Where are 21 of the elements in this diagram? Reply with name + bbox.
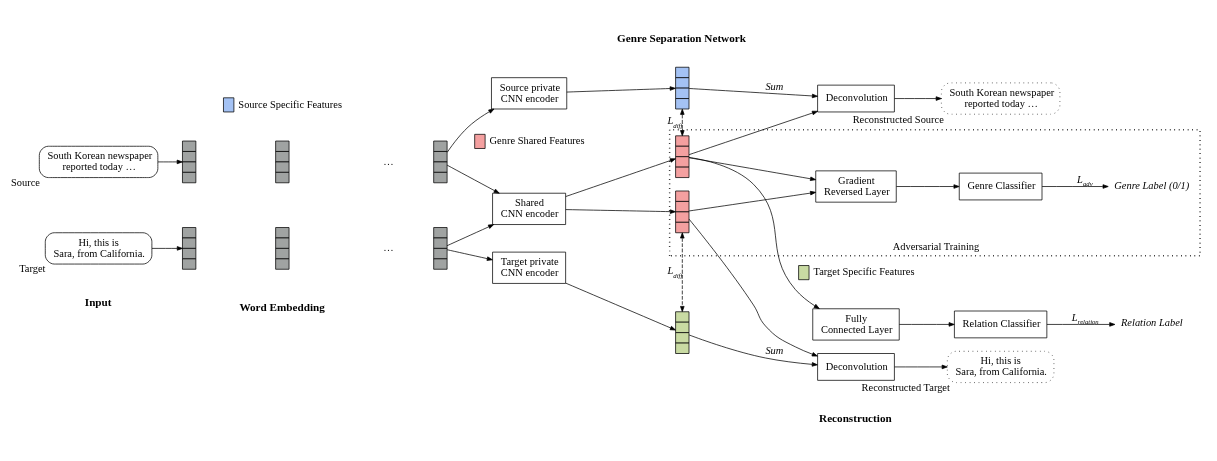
edge-label: L$_{relation}$ bbox=[1071, 311, 1099, 326]
edge-label: L$_{adv}$ bbox=[1077, 173, 1093, 188]
node-label: Source bbox=[10, 176, 40, 188]
label: … bbox=[383, 155, 394, 167]
edge-label: Sum bbox=[765, 345, 784, 357]
node-label: Target bbox=[19, 263, 46, 275]
legend-label: Source Specific Features bbox=[238, 98, 342, 110]
label: Reconstruction bbox=[819, 412, 892, 425]
node-text: Genre Label (0/1) bbox=[1114, 179, 1190, 191]
edge-label: Sum bbox=[765, 80, 784, 92]
label: Input bbox=[84, 296, 112, 309]
node-text: Relation Label bbox=[1121, 317, 1183, 329]
legend-label: Genre Shared Features bbox=[489, 135, 585, 147]
label: Word Embedding bbox=[239, 301, 325, 314]
legend-label: Target Specific Features bbox=[813, 266, 915, 278]
label: Genre Separation Network bbox=[617, 32, 746, 45]
label: … bbox=[383, 242, 394, 254]
edge-label: L$_{diff}$ bbox=[667, 115, 683, 129]
edge-label: L$_{diff}$ bbox=[667, 265, 683, 279]
node-label: Reconstructed Target bbox=[861, 381, 950, 393]
node-label: Reconstructed Source bbox=[852, 113, 944, 125]
